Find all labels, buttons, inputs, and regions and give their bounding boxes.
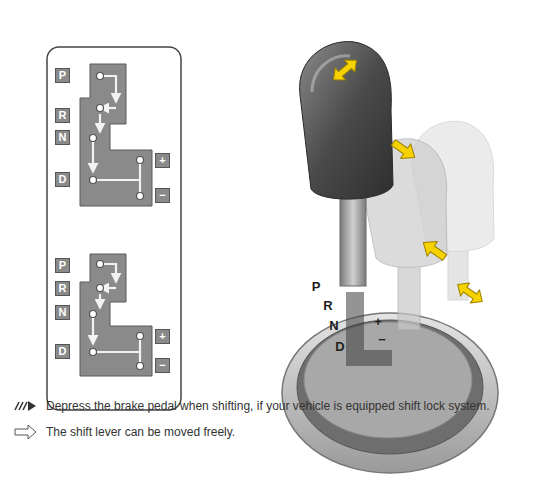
gear-letter: P (59, 69, 66, 82)
gate-track (139, 178, 141, 194)
gear-position-box: D (55, 172, 70, 187)
plate-letter: R (323, 299, 332, 313)
gate-track (100, 76, 116, 102)
free-shift-icon (15, 425, 36, 439)
gear-position-box: R (55, 108, 70, 123)
gate-track (99, 114, 101, 132)
gate-dot (90, 135, 97, 142)
lever-shaft (340, 186, 366, 286)
gear-position-box: − (155, 188, 170, 203)
gate-track (139, 162, 141, 178)
hatch-arrowhead (28, 401, 36, 411)
plate-letter: P (312, 280, 321, 294)
gate-track (92, 142, 94, 172)
plate-letter: − (378, 333, 386, 347)
move-arrow (328, 54, 361, 86)
gate-dot (137, 333, 144, 340)
gear-letter: − (159, 359, 165, 372)
gear-letter: R (59, 282, 67, 295)
plate-letter: D (335, 340, 344, 354)
gate-dot (97, 73, 104, 80)
gate-dot (137, 193, 144, 200)
gate-track (93, 351, 140, 353)
gate-dot (137, 363, 144, 370)
gate-dot (90, 349, 97, 356)
lever-slot (346, 292, 392, 366)
gate-track (99, 294, 101, 308)
gear-position-box: N (55, 305, 70, 320)
gate-dot (137, 157, 144, 164)
gear-letter: D (59, 173, 67, 186)
move-arrow (453, 278, 487, 308)
gate-track (139, 338, 141, 352)
gear-letter: + (159, 154, 165, 167)
legend-text: The shift lever can be moved freely. (46, 425, 235, 439)
legend-text: Depress the brake pedal when shifting, i… (46, 399, 490, 413)
shift-lever (300, 42, 393, 286)
bezel (297, 320, 483, 454)
shift-gate (80, 254, 152, 376)
hatch-line (23, 402, 27, 410)
gear-position-box: D (55, 344, 70, 359)
gear-position-box: N (55, 130, 70, 145)
gate-track (93, 179, 140, 181)
gear-letter: N (59, 131, 67, 144)
move-arrow (418, 235, 450, 265)
gear-position-box: − (155, 358, 170, 373)
gate-dot (97, 285, 104, 292)
gear-position-box: P (55, 258, 70, 273)
plate-letter: + (374, 315, 382, 329)
lever-knob (300, 42, 393, 200)
brake-shift-icon (15, 401, 36, 411)
gear-letter: D (59, 345, 67, 358)
gate-dot (97, 261, 104, 268)
gear-letter: N (59, 306, 67, 319)
gear-letter: R (59, 109, 67, 122)
gear-position-box: R (55, 281, 70, 296)
gate-track (92, 318, 94, 344)
gear-letter: P (59, 259, 66, 272)
hatch-line (15, 402, 19, 410)
gate-dot (97, 105, 104, 112)
gate-dot (90, 311, 97, 318)
gear-position-box: + (155, 153, 170, 168)
panel-frame (47, 47, 181, 410)
trim-ring (282, 313, 498, 473)
plate-letter: N (329, 319, 338, 333)
indicator-plate (304, 322, 472, 438)
move-arrow (388, 135, 420, 165)
gear-letter: + (159, 330, 165, 343)
lever-shaft (398, 258, 420, 330)
gear-position-box: + (155, 329, 170, 344)
gear-letter: − (159, 189, 165, 202)
gate-slot (80, 254, 152, 376)
gate-slot (80, 64, 152, 206)
gear-position-box: P (55, 68, 70, 83)
shift-gate (80, 64, 152, 206)
gate-dot (90, 177, 97, 184)
hatch-line (19, 402, 23, 410)
lever-base (282, 292, 498, 473)
